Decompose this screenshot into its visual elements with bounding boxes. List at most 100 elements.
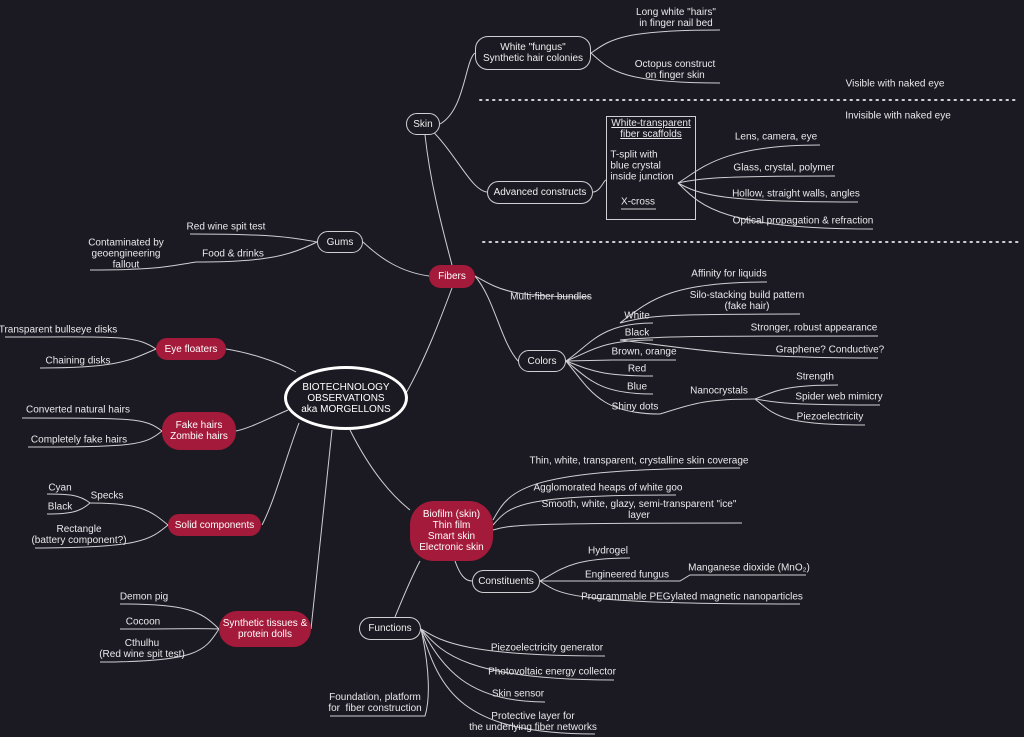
node-colors[interactable]: Colors bbox=[518, 350, 566, 372]
connector-line bbox=[590, 52, 721, 84]
node-synthetic-tissues[interactable]: Synthetic tissues & protein dolls bbox=[219, 611, 311, 647]
leaf-photovoltaic: Photovoltaic energy collector bbox=[488, 666, 616, 678]
connector-line bbox=[21, 417, 163, 432]
connector-line bbox=[330, 628, 429, 717]
connector-line bbox=[590, 29, 721, 54]
leaf-cocoon: Cocoon bbox=[125, 616, 161, 628]
connector-line bbox=[119, 603, 220, 630]
connector-line bbox=[754, 398, 881, 406]
connector-line bbox=[454, 560, 473, 582]
leaf-foundation: Foundation, platform for fiber construct… bbox=[328, 692, 422, 714]
leaf-shiny-dots: Shiny dots bbox=[611, 401, 659, 413]
connector-line bbox=[39, 348, 157, 369]
invisible-note: Invisible with naked eye bbox=[845, 110, 951, 122]
node-solid-components[interactable]: Solid components bbox=[168, 514, 261, 536]
leaf-food-drinks: Food & drinks bbox=[202, 248, 264, 260]
leaf-hollow: Hollow, straight walls, angles bbox=[732, 188, 860, 200]
leaf-red: Red bbox=[627, 363, 647, 375]
leaf-skin-sensor: Skin sensor bbox=[491, 688, 545, 700]
connector-line bbox=[225, 348, 297, 373]
leaf-black: Black bbox=[624, 327, 650, 339]
visible-note: Visible with naked eye bbox=[845, 78, 945, 90]
central-topic[interactable]: BIOTECHNOLOGY OBSERVATIONS aka MORGELLON… bbox=[284, 366, 408, 430]
leaf-converted: Converted natural hairs bbox=[26, 404, 130, 416]
leaf-specks: Specks bbox=[90, 490, 124, 502]
connector-line bbox=[420, 628, 606, 657]
node-gums[interactable]: Gums bbox=[317, 231, 363, 253]
leaf-completely-fake: Completely fake hairs bbox=[30, 434, 128, 446]
node-constituents[interactable]: Constituents bbox=[472, 570, 540, 593]
leaf-blue: Blue bbox=[626, 381, 648, 393]
connector-line bbox=[89, 502, 169, 526]
leaf-graphene: Graphene? Conductive? bbox=[775, 344, 885, 356]
leaf-silo: Silo-stacking build pattern (fake hair) bbox=[689, 290, 805, 312]
leaf-x-cross: X-cross bbox=[621, 196, 655, 208]
leaf-protective-layer: Protective layer for the underlying fibe… bbox=[469, 711, 597, 733]
leaf-piezo-generator: Piezoelectricity generator bbox=[490, 642, 604, 654]
node-functions[interactable]: Functions bbox=[359, 617, 421, 640]
leaf-white: White bbox=[624, 310, 650, 322]
connector-line bbox=[565, 360, 661, 415]
leaf-cthulhu: Cthulhu (Red wine spit test) bbox=[99, 638, 185, 660]
leaf-chaining: Chaining disks bbox=[45, 355, 111, 367]
connector-line bbox=[565, 360, 654, 377]
connector-line bbox=[424, 134, 453, 266]
connector-line bbox=[474, 275, 519, 362]
leaf-spider-web: Spider web mimicry bbox=[795, 391, 883, 403]
leaf-stronger: Stronger, robust appearance bbox=[750, 322, 878, 334]
leaf-bullseye: Transparent bullseye disks bbox=[0, 324, 118, 336]
leaf-rectangle: Rectangle (battery component?) bbox=[31, 524, 127, 546]
connector-line bbox=[195, 241, 318, 263]
connector-line bbox=[404, 287, 453, 396]
leaf-affinity: Affinity for liquids bbox=[691, 268, 767, 280]
node-eye-floaters[interactable]: Eye floaters bbox=[156, 338, 226, 360]
leaf-peg: Programmable PEGylated magnetic nanopart… bbox=[581, 591, 803, 603]
scaffold-box-frame bbox=[606, 116, 696, 220]
leaf-black-speck: Black bbox=[47, 501, 73, 513]
node-skin[interactable]: Skin bbox=[406, 113, 440, 135]
leaf-long-white-hairs: Long white "hairs" in finger nail bed bbox=[636, 7, 716, 29]
connector-line bbox=[349, 429, 411, 511]
node-fibers[interactable]: Fibers bbox=[429, 265, 475, 288]
node-advanced-constructs[interactable]: Advanced constructs bbox=[487, 181, 593, 204]
leaf-multi-fiber: Multi-fiber bundles bbox=[510, 291, 592, 303]
connector-line bbox=[539, 557, 631, 582]
leaf-lens: Lens, camera, eye bbox=[734, 131, 818, 143]
connector-line bbox=[619, 281, 768, 324]
connector-line bbox=[619, 339, 879, 359]
connector-line bbox=[677, 175, 836, 184]
connector-line bbox=[619, 335, 879, 341]
node-white-fungus[interactable]: White "fungus" Synthetic hair colonies bbox=[475, 36, 591, 70]
connector-line bbox=[492, 522, 743, 531]
connector-line bbox=[420, 628, 546, 703]
connector-line bbox=[492, 467, 741, 521]
leaf-smooth: Smooth, white, glazy, semi-transparent "… bbox=[541, 499, 737, 521]
leaf-t-split: T-split with blue crystal inside junctio… bbox=[610, 149, 674, 183]
connector-line bbox=[235, 409, 289, 432]
connector-line bbox=[565, 339, 654, 362]
connector-line bbox=[424, 123, 488, 193]
leaf-octopus: Octopus construct on finger skin bbox=[634, 59, 716, 81]
leaf-thin-white: Thin, white, transparent, crystalline sk… bbox=[529, 455, 749, 467]
connector-line bbox=[362, 241, 430, 277]
node-biofilm[interactable]: Biofilm (skin) Thin film Smart skin Elec… bbox=[410, 501, 493, 561]
connector-line bbox=[420, 628, 615, 681]
connector-line bbox=[34, 524, 169, 549]
connector-line bbox=[540, 574, 806, 582]
leaf-agglomorated: Agglomorated heaps of white goo bbox=[533, 482, 683, 494]
leaf-hydrogel: Hydrogel bbox=[587, 545, 629, 557]
node-fake-hairs[interactable]: Fake hairs Zombie hairs bbox=[162, 412, 236, 450]
leaf-engineered-fungus: Engineered fungus bbox=[585, 569, 669, 581]
leaf-fiber-scaffolds: White-transparent fiber scaffolds bbox=[611, 118, 691, 140]
connector-line bbox=[677, 182, 874, 230]
connector-line bbox=[27, 430, 163, 448]
connector-line bbox=[474, 275, 591, 298]
connector-line bbox=[754, 384, 839, 400]
connector-line bbox=[310, 429, 333, 630]
leaf-nanocrystals: Nanocrystals bbox=[690, 385, 748, 397]
connector-line bbox=[89, 261, 197, 271]
leaf-cyan: Cyan bbox=[48, 482, 72, 494]
connector-line bbox=[99, 628, 220, 663]
